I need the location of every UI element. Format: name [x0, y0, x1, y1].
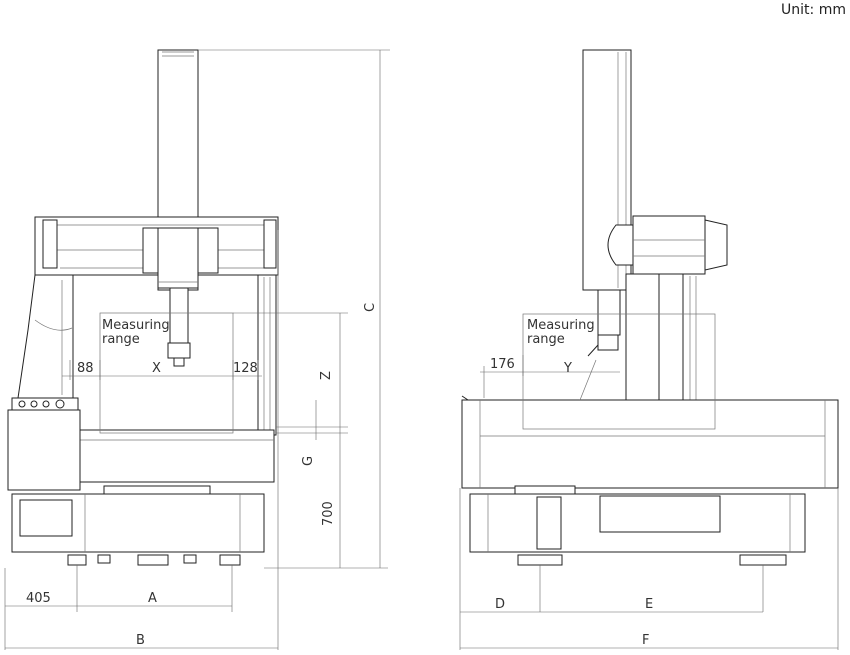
front-control-panel: [11, 397, 79, 411]
side-probe: [597, 334, 619, 351]
dim-y: Y: [563, 361, 572, 376]
front-granite-table: [77, 429, 275, 483]
front-probe: [167, 342, 191, 359]
side-range-label-2: range: [527, 332, 565, 347]
dim-f: F: [642, 633, 649, 648]
dim-b: B: [136, 633, 145, 648]
side-granite-table: [461, 399, 839, 489]
dim-405: 405: [26, 591, 51, 606]
front-range-label-2: range: [102, 332, 140, 347]
dim-88: 88: [77, 361, 94, 376]
dim-a: A: [148, 591, 157, 606]
unit-label: Unit: mm: [781, 2, 846, 18]
dim-c: C: [363, 303, 378, 312]
dim-d: D: [495, 597, 505, 612]
dim-g: G: [301, 456, 316, 466]
dim-700: 700: [321, 501, 336, 526]
dim-x: X: [152, 361, 161, 376]
side-carriage: [632, 215, 706, 275]
front-range-label-1: Measuring: [102, 318, 170, 333]
side-view: Measuring range 176 Y D E F: [459, 49, 839, 650]
dim-e: E: [645, 597, 653, 612]
side-range-label-1: Measuring: [527, 318, 595, 333]
dim-128: 128: [233, 361, 258, 376]
front-left-leg: [17, 274, 74, 399]
dim-176: 176: [490, 357, 515, 372]
front-view: Measuring range 88 X 128 Z G 700 C 405: [4, 49, 390, 650]
dim-z: Z: [319, 371, 334, 380]
